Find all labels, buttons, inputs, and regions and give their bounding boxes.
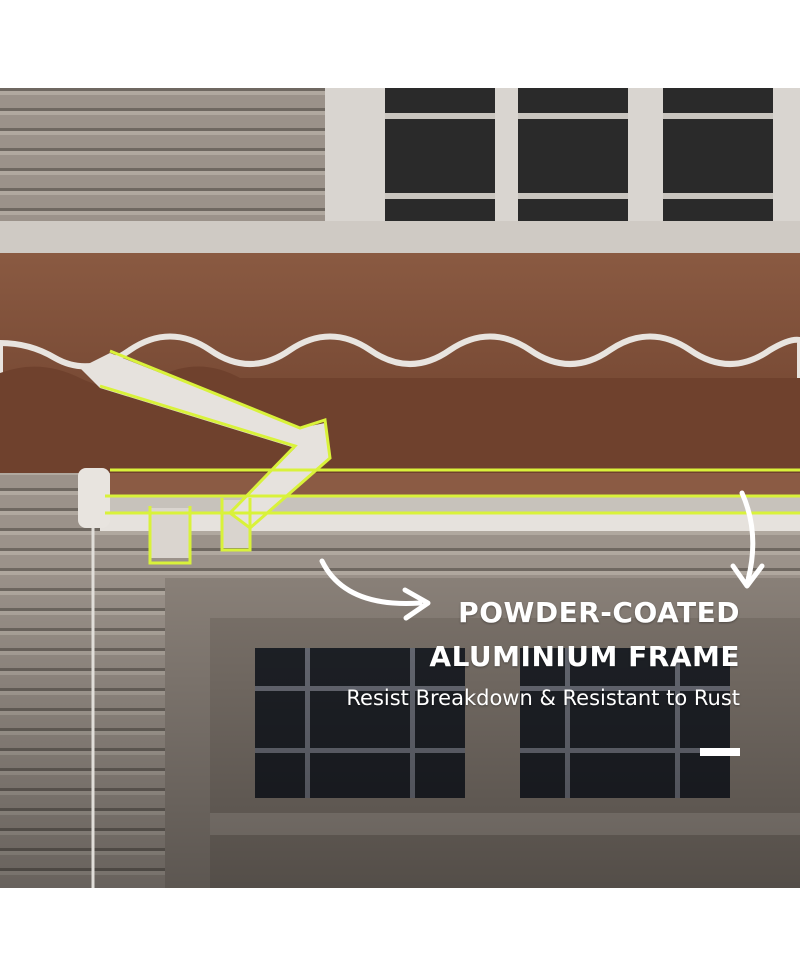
awning-photo [0,88,800,888]
eave [0,221,800,253]
accent-dash [700,748,740,756]
front-bar [110,473,800,498]
folding-arm [80,353,330,528]
frame-highlight [99,349,800,565]
headline-line1: POWDER-COATED [458,596,740,629]
curved-arrow-down-icon [739,490,756,583]
subline: Resist Breakdown & Resistant to Rust [346,686,740,710]
headline-line2: ALUMINIUM FRAME [429,640,740,673]
awning-valance [0,333,800,391]
curved-arrow-right-icon [319,558,423,606]
